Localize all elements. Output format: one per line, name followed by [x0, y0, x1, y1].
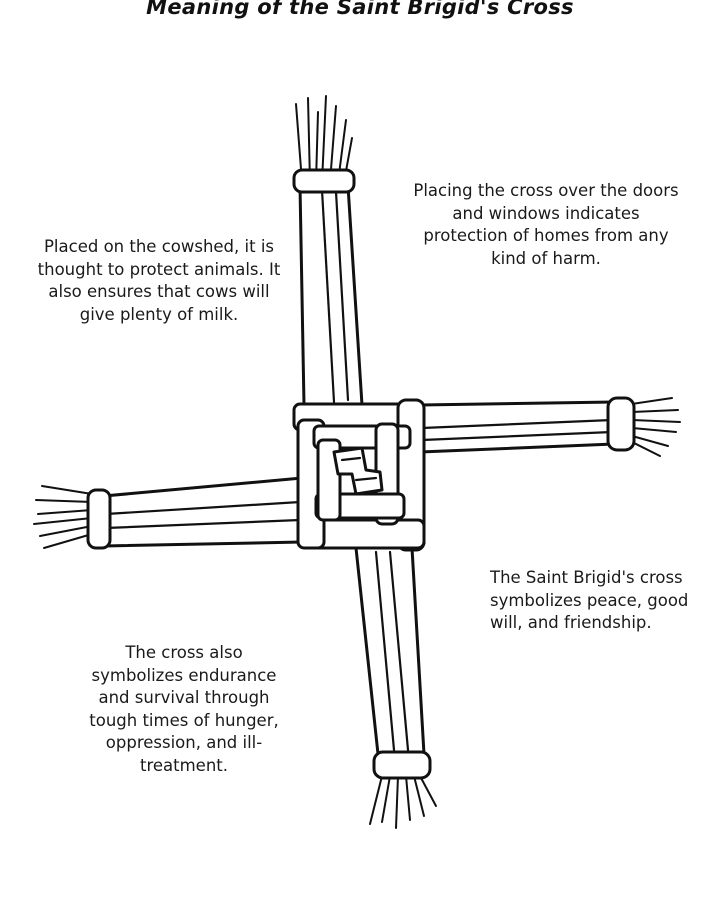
caption-home-protection: Placing the cross over the doors and win… [413, 181, 679, 268]
cross-arm-left [33, 476, 304, 550]
cross-arm-bottom [354, 546, 437, 829]
cross-arm-top [292, 95, 364, 407]
page-title: Meaning of the Saint Brigid's Cross [146, 0, 574, 19]
cross-center-weave [292, 398, 426, 552]
caption-endurance-survival: The cross also symbolizes endurance and … [89, 643, 279, 775]
caption-peace-goodwill: The Saint Brigid's cross symbolizes peac… [490, 568, 689, 632]
caption-cowshed-protection: Placed on the cowshed, it is thought to … [37, 237, 281, 324]
cross-arm-right [418, 396, 681, 457]
